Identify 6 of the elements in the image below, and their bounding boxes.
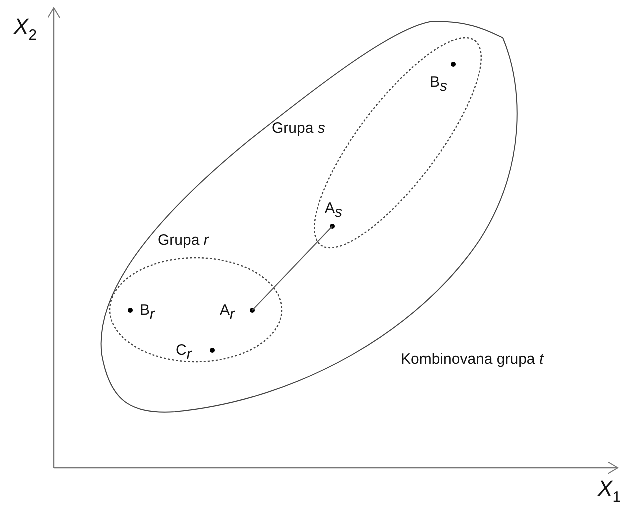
group-label: Grupa r xyxy=(158,232,209,250)
axis-label: X$_{2}$ xyxy=(14,14,38,44)
group-label: Grupa s xyxy=(272,120,326,138)
axis-label: X$_{1}$ xyxy=(598,476,622,506)
connector-line xyxy=(252,226,333,311)
group-label: Kombinovana grupa t xyxy=(401,351,544,369)
